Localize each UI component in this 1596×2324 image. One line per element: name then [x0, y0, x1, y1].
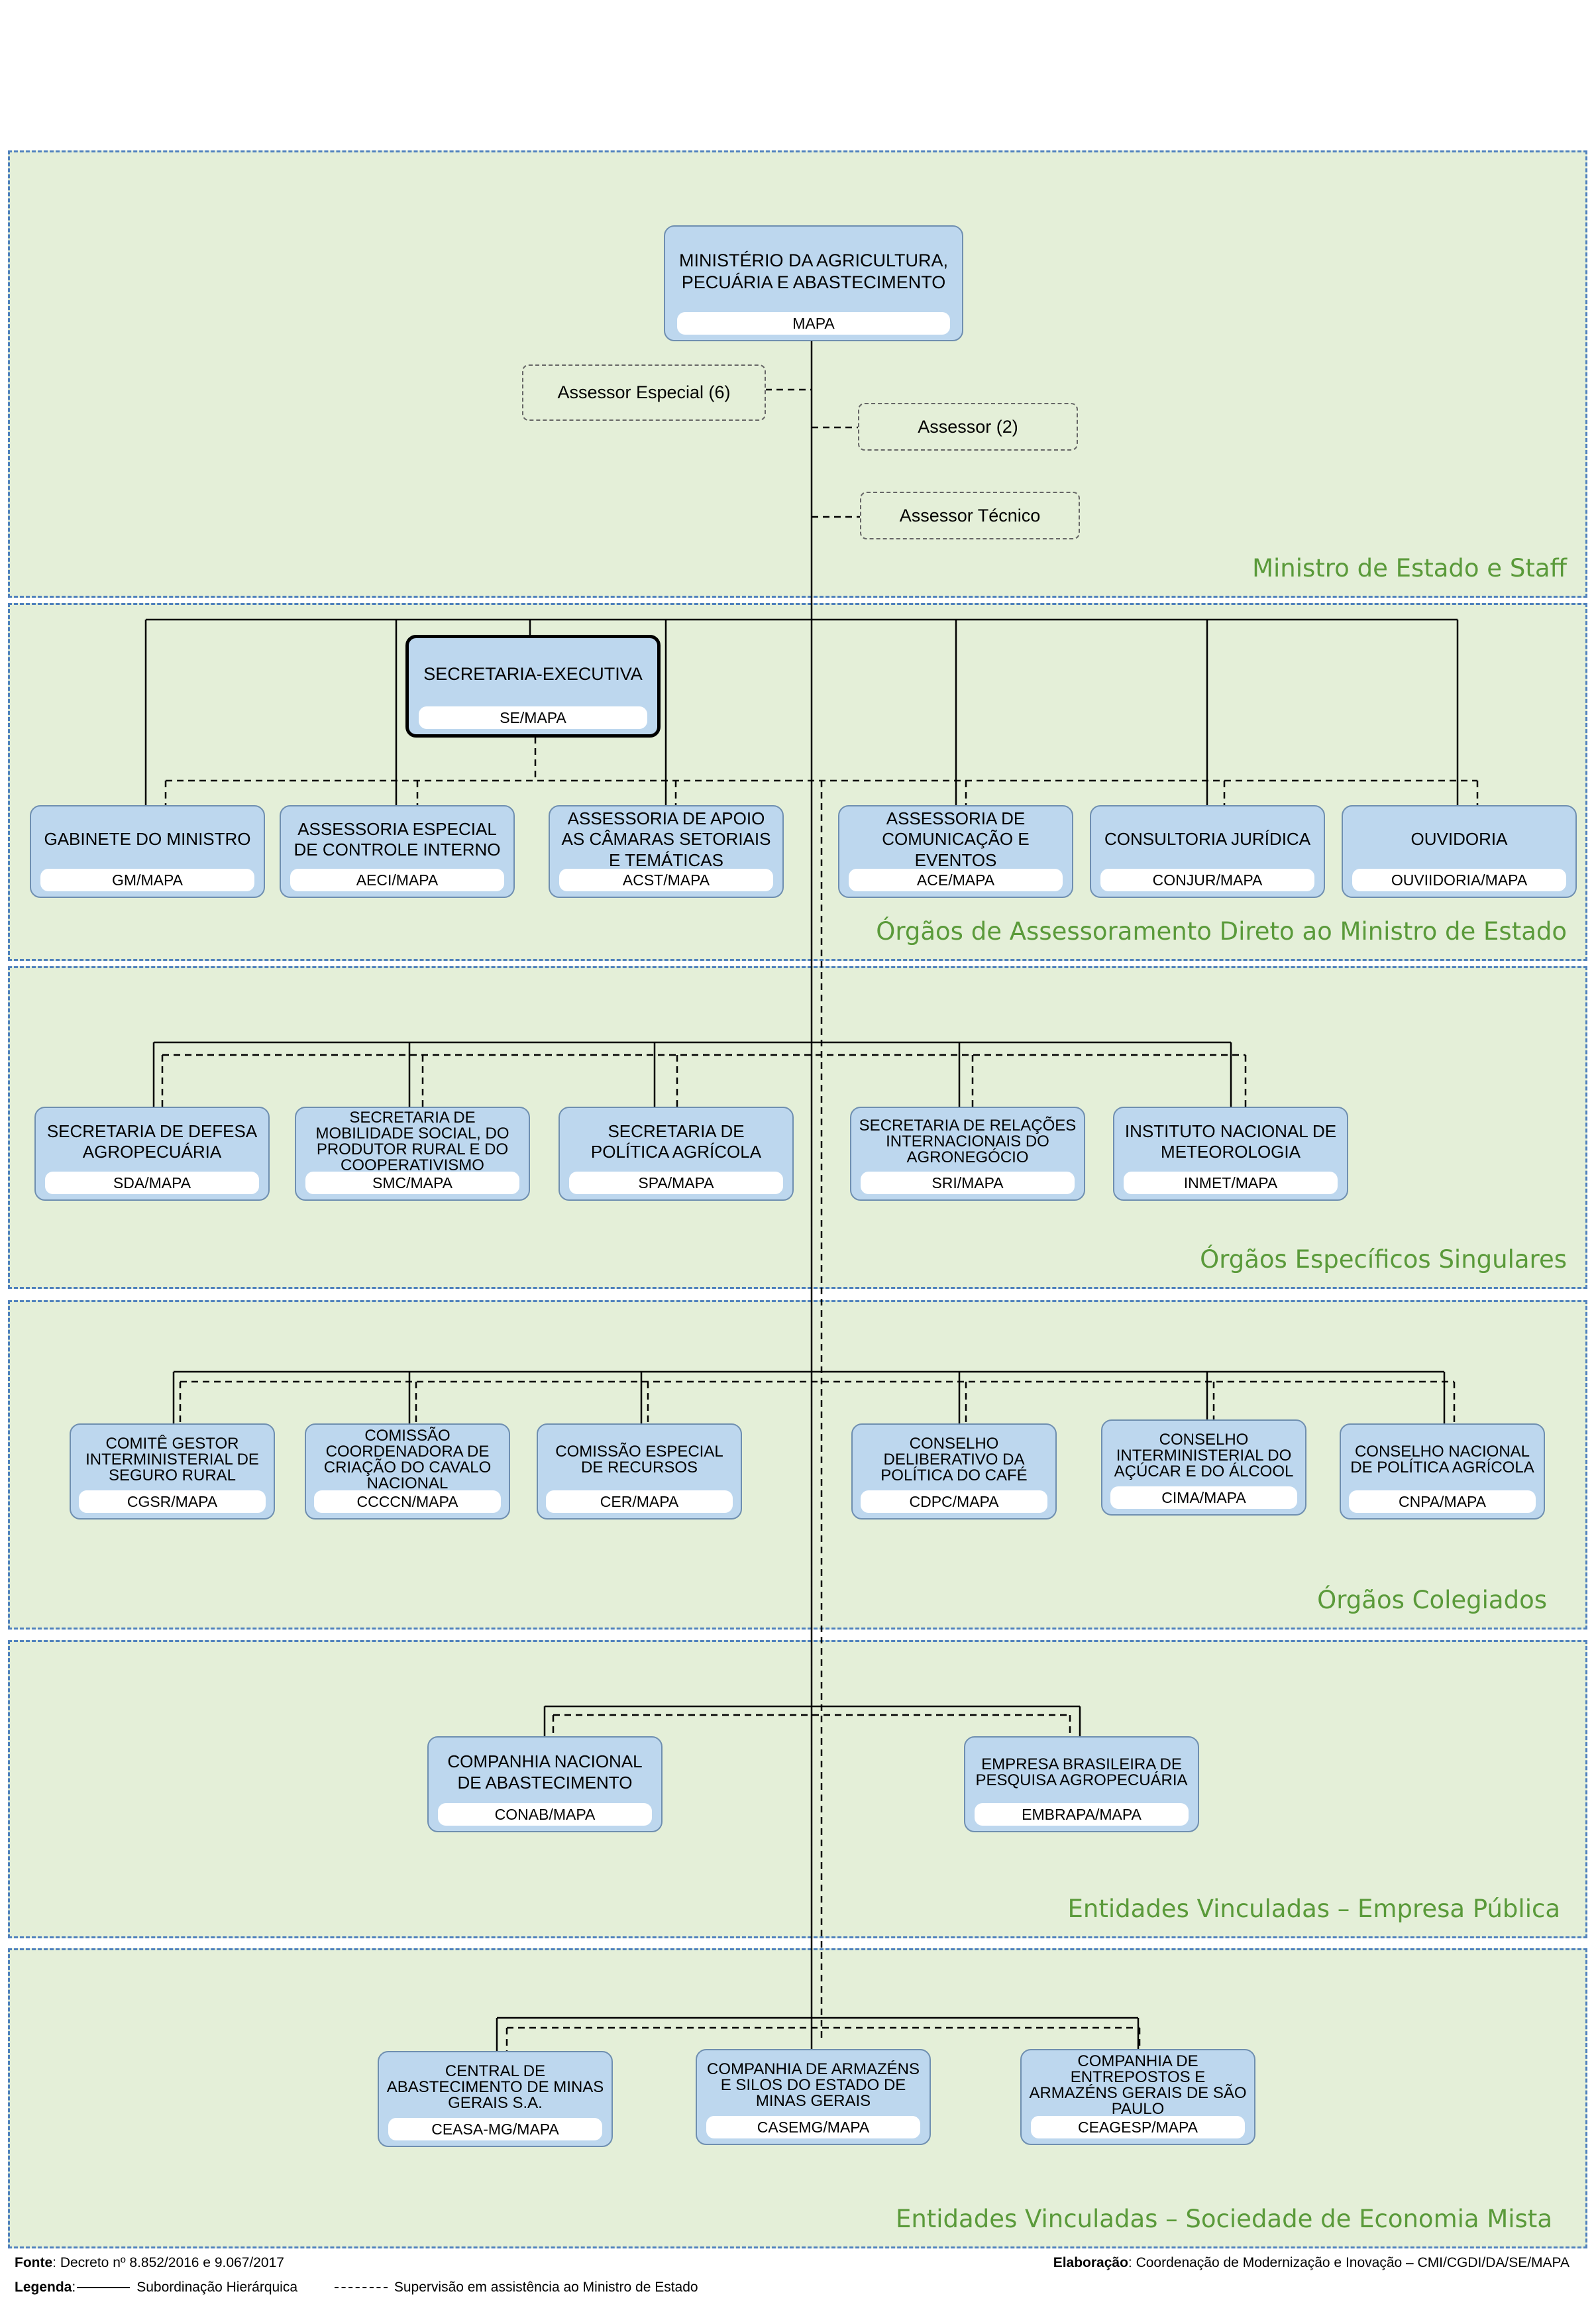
org-box-secretaria-executiva[interactable]: SECRETARIA-EXECUTIVA SE/MAPA	[405, 635, 661, 738]
org-name: SECRETARIA-EXECUTIVA	[423, 664, 643, 685]
section-title: Órgãos Específicos Singulares	[1200, 1245, 1567, 1274]
org-name: CENTRAL DE ABASTECIMENTO DE MINAS GERAIS…	[386, 2062, 604, 2112]
org-name: COMITÊ GESTOR INTERMINISTERIAL DE SEGURO…	[85, 1434, 259, 1484]
org-box-sda[interactable]: SECRETARIA DE DEFESA AGROPECUÁRIA SDA/MA…	[34, 1107, 270, 1201]
org-box-acst[interactable]: ASSESSORIA DE APOIO AS CÂMARAS SETORIAIS…	[549, 805, 784, 898]
source-label: Fonte	[15, 2255, 53, 2270]
org-name: CONSELHO DELIBERATIVO DA POLÍTICA DO CAF…	[880, 1434, 1028, 1484]
org-name: COMPANHIA DE ARMAZÉNS E SILOS DO ESTADO …	[707, 2060, 920, 2110]
org-name: COMISSÃO ESPECIAL DE RECURSOS	[555, 1442, 723, 1476]
org-abbr: CEASA-MG/MAPA	[388, 2118, 602, 2140]
org-abbr: OUVIIDORIA/MAPA	[1352, 869, 1566, 891]
org-box-cima[interactable]: CONSELHO INTERMINISTERIAL DO AÇÚCAR E DO…	[1101, 1419, 1306, 1516]
source-text: : Decreto nº 8.852/2016 e 9.067/2017	[52, 2255, 284, 2270]
org-box-cgsr[interactable]: COMITÊ GESTOR INTERMINISTERIAL DE SEGURO…	[70, 1423, 275, 1520]
org-box-spa[interactable]: SECRETARIA DE POLÍTICA AGRÍCOLA SPA/MAPA	[559, 1107, 794, 1201]
org-box-ouvidoria[interactable]: OUVIDORIA OUVIIDORIA/MAPA	[1342, 805, 1577, 898]
org-box-ceagesp[interactable]: COMPANHIA DE ENTREPOSTOS E ARMAZÉNS GERA…	[1020, 2049, 1255, 2145]
org-abbr: INMET/MAPA	[1124, 1172, 1338, 1194]
section-title: Órgãos de Assessoramento Direto ao Minis…	[876, 917, 1567, 946]
section-public-company: Entidades Vinculadas – Empresa Pública	[8, 1640, 1587, 1938]
footer-credit: Elaboração: Coordenação de Modernização …	[1053, 2255, 1569, 2271]
org-name: CONSELHO INTERMINISTERIAL DO AÇÚCAR E DO…	[1114, 1430, 1294, 1480]
org-box-aeci[interactable]: ASSESSORIA ESPECIAL DE CONTROLE INTERNO …	[280, 805, 515, 898]
org-abbr: ACE/MAPA	[849, 869, 1063, 891]
section-title: Entidades Vinculadas – Sociedade de Econ…	[895, 2205, 1552, 2233]
legend-dashed-text: Supervisão em assistência ao Ministro de…	[394, 2280, 698, 2295]
section-minister-staff: Ministro de Estado e Staff	[8, 150, 1587, 598]
org-abbr: CEAGESP/MAPA	[1031, 2116, 1245, 2138]
org-box-conjur[interactable]: CONSULTORIA JURÍDICA CONJUR/MAPA	[1090, 805, 1325, 898]
footer-legend: Legenda:Subordinação Hierárquica Supervi…	[15, 2280, 698, 2295]
org-box-ace[interactable]: ASSESSORIA DE COMUNICAÇÃO E EVENTOS ACE/…	[838, 805, 1073, 898]
org-name: SECRETARIA DE DEFESA AGROPECUÁRIA	[46, 1121, 258, 1162]
org-box-cdpc[interactable]: CONSELHO DELIBERATIVO DA POLÍTICA DO CAF…	[851, 1423, 1057, 1520]
staff-box-advisor[interactable]: Assessor (2)	[858, 403, 1078, 451]
org-box-casemg[interactable]: COMPANHIA DE ARMAZÉNS E SILOS DO ESTADO …	[696, 2049, 931, 2145]
legend-solid-line	[77, 2287, 131, 2289]
org-abbr: GM/MAPA	[40, 869, 254, 891]
org-abbr: CNPA/MAPA	[1349, 1490, 1536, 1513]
org-abbr: SRI/MAPA	[861, 1172, 1075, 1194]
org-abbr: EMBRAPA/MAPA	[975, 1803, 1189, 1826]
section-title: Ministro de Estado e Staff	[1252, 554, 1567, 582]
org-abbr: CASEMG/MAPA	[706, 2116, 920, 2138]
org-name: ASSESSORIA DE COMUNICAÇÃO E EVENTOS	[882, 808, 1030, 869]
credit-text: : Coordenação de Modernização e Inovação…	[1128, 2255, 1569, 2270]
org-box-smc[interactable]: SECRETARIA DE MOBILIDADE SOCIAL, DO PROD…	[295, 1107, 530, 1201]
org-box-mapa[interactable]: MINISTÉRIO DA AGRICULTURA, PECUÁRIA E AB…	[664, 225, 963, 341]
org-name: MINISTÉRIO DA AGRICULTURA, PECUÁRIA E AB…	[678, 250, 949, 292]
org-box-sri[interactable]: SECRETARIA DE RELAÇÕES INTERNACIONAIS DO…	[850, 1107, 1085, 1201]
org-abbr: CGSR/MAPA	[79, 1490, 266, 1513]
org-box-conab[interactable]: COMPANHIA NACIONAL DE ABASTECIMENTO CONA…	[427, 1736, 663, 1832]
section-advisory: Órgãos de Assessoramento Direto ao Minis…	[8, 603, 1587, 961]
org-name: CONSELHO NACIONAL DE POLÍTICA AGRÍCOLA	[1350, 1442, 1534, 1476]
org-abbr: CDPC/MAPA	[861, 1490, 1047, 1513]
org-name: SECRETARIA DE RELAÇÕES INTERNACIONAIS DO…	[859, 1117, 1077, 1166]
org-name: EMPRESA BRASILEIRA DE PESQUISA AGROPECUÁ…	[975, 1755, 1188, 1789]
org-abbr: CER/MAPA	[546, 1490, 733, 1513]
org-abbr: CIMA/MAPA	[1110, 1486, 1297, 1509]
org-name: COMPANHIA NACIONAL DE ABASTECIMENTO	[447, 1751, 643, 1793]
staff-box-special-advisor[interactable]: Assessor Especial (6)	[522, 364, 766, 421]
org-name: INSTITUTO NACIONAL DE METEOROLOGIA	[1124, 1121, 1337, 1162]
legend-label: Legenda	[15, 2280, 72, 2295]
legend-solid-text: Subordinação Hierárquica	[136, 2280, 298, 2295]
org-box-cnpa[interactable]: CONSELHO NACIONAL DE POLÍTICA AGRÍCOLA C…	[1340, 1423, 1545, 1520]
legend-dashed-line	[334, 2287, 388, 2289]
org-name: ASSESSORIA DE APOIO AS CÂMARAS SETORIAIS…	[561, 808, 771, 869]
credit-label: Elaboração	[1053, 2255, 1128, 2270]
org-box-ceasa-mg[interactable]: CENTRAL DE ABASTECIMENTO DE MINAS GERAIS…	[378, 2051, 613, 2147]
org-box-cer[interactable]: COMISSÃO ESPECIAL DE RECURSOS CER/MAPA	[537, 1423, 742, 1520]
org-name: ASSESSORIA ESPECIAL DE CONTROLE INTERNO	[293, 818, 501, 859]
org-abbr: AECI/MAPA	[290, 869, 504, 891]
org-abbr: ACST/MAPA	[559, 869, 773, 891]
org-abbr: CONJUR/MAPA	[1100, 869, 1314, 891]
section-title: Entidades Vinculadas – Empresa Pública	[1067, 1895, 1560, 1923]
section-title: Órgãos Colegiados	[1317, 1586, 1547, 1614]
org-name: COMISSÃO COORDENADORA DE CRIAÇÃO DO CAVA…	[323, 1426, 492, 1490]
footer-source: Fonte: Decreto nº 8.852/2016 e 9.067/201…	[15, 2255, 284, 2271]
org-abbr: SMC/MAPA	[305, 1172, 519, 1194]
org-name: GABINETE DO MINISTRO	[44, 829, 251, 850]
org-abbr: SDA/MAPA	[45, 1172, 259, 1194]
org-box-gm[interactable]: GABINETE DO MINISTRO GM/MAPA	[30, 805, 265, 898]
org-name: COMPANHIA DE ENTREPOSTOS E ARMAZÉNS GERA…	[1029, 2052, 1247, 2116]
org-name: SECRETARIA DE POLÍTICA AGRÍCOLA	[590, 1121, 762, 1162]
org-box-inmet[interactable]: INSTITUTO NACIONAL DE METEOROLOGIA INMET…	[1113, 1107, 1348, 1201]
org-name: SECRETARIA DE MOBILIDADE SOCIAL, DO PROD…	[315, 1109, 509, 1172]
org-abbr: CCCCN/MAPA	[314, 1490, 501, 1513]
org-abbr: SPA/MAPA	[569, 1172, 783, 1194]
org-name: CONSULTORIA JURÍDICA	[1104, 829, 1311, 850]
org-box-embrapa[interactable]: EMPRESA BRASILEIRA DE PESQUISA AGROPECUÁ…	[964, 1736, 1199, 1832]
org-abbr: SE/MAPA	[419, 706, 647, 729]
org-abbr: CONAB/MAPA	[438, 1803, 652, 1826]
org-name: OUVIDORIA	[1410, 829, 1508, 850]
staff-box-technical-advisor[interactable]: Assessor Técnico	[860, 492, 1080, 539]
org-abbr: MAPA	[676, 312, 951, 335]
org-box-ccccn[interactable]: COMISSÃO COORDENADORA DE CRIAÇÃO DO CAVA…	[305, 1423, 510, 1520]
